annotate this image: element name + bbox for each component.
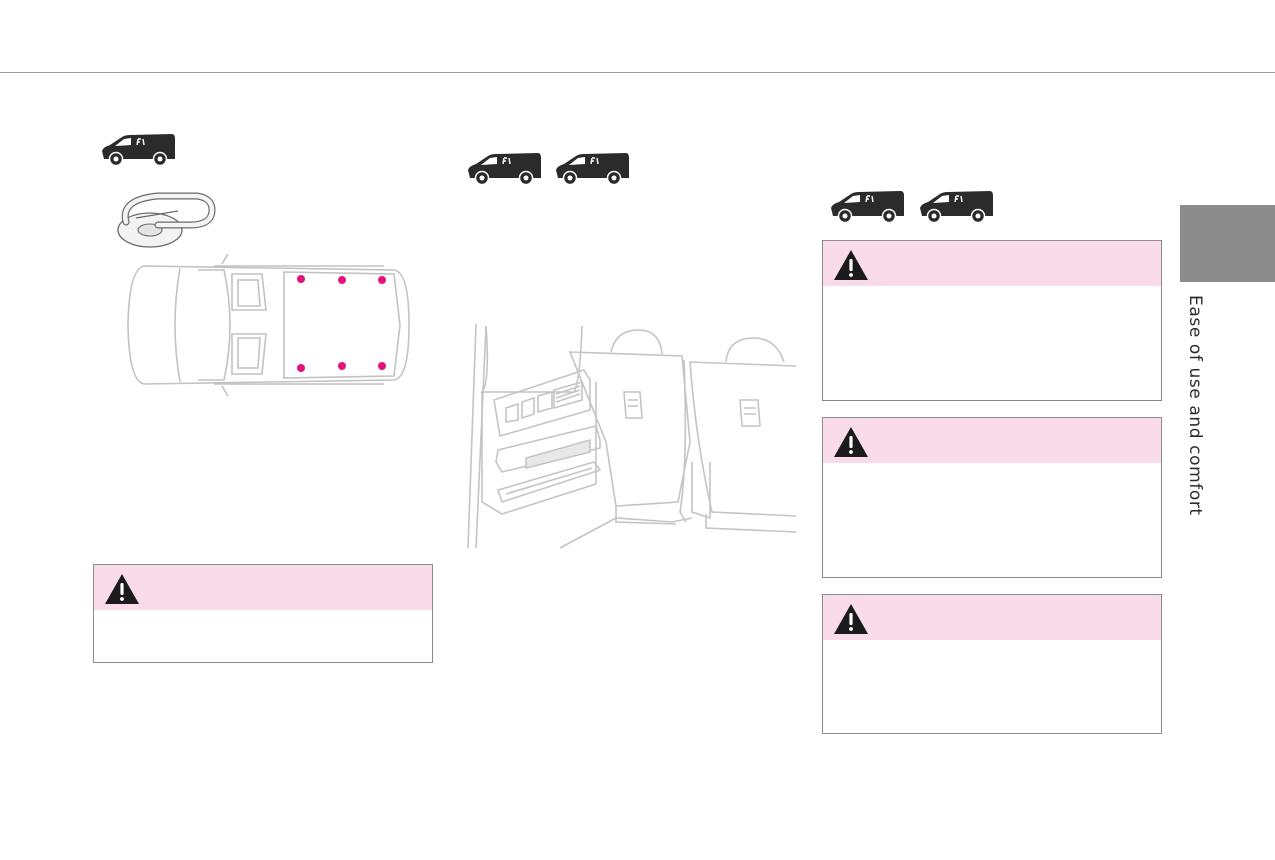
van-icon <box>916 190 996 224</box>
tie-down-ring-icon <box>117 192 216 248</box>
warning-icon <box>833 249 869 281</box>
warning-header <box>823 241 1161 286</box>
header-divider <box>0 72 1275 73</box>
warning-header <box>823 418 1161 463</box>
van-icon <box>554 152 630 186</box>
warning-box <box>822 417 1162 578</box>
warning-box <box>822 594 1162 734</box>
warning-box <box>93 564 433 663</box>
van-icon <box>829 190 905 224</box>
warning-icon <box>833 426 869 458</box>
warning-icon <box>833 603 869 635</box>
cargo-floor-top-view <box>127 254 410 396</box>
rear-seat-storage-illustration <box>467 323 796 549</box>
warning-icon <box>104 573 140 605</box>
warning-box <box>822 240 1162 401</box>
warning-header <box>94 565 432 610</box>
warning-header <box>823 595 1161 640</box>
van-icon <box>100 133 176 167</box>
section-label: Ease of use and comfort <box>1185 295 1205 516</box>
van-icon <box>466 152 542 186</box>
section-tab[interactable] <box>1180 205 1275 282</box>
